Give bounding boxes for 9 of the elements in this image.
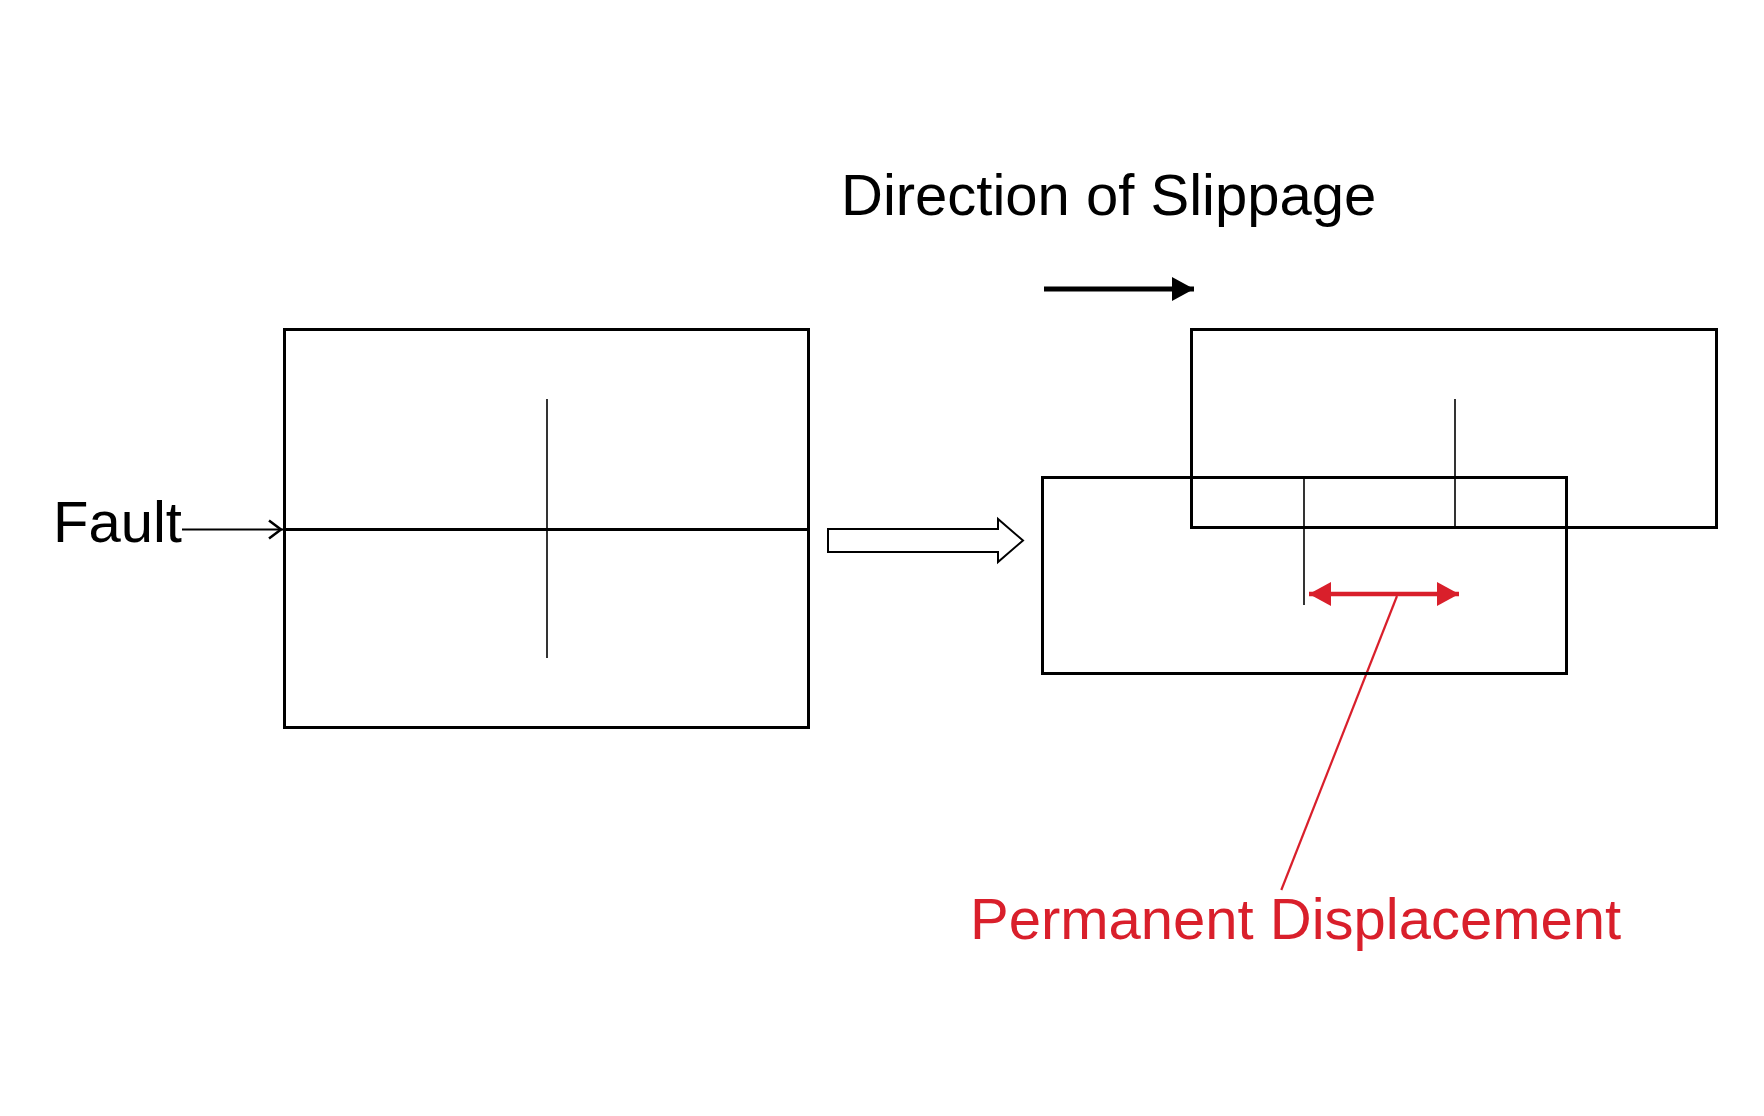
fault-label: Fault xyxy=(53,493,182,551)
ground-block xyxy=(1041,476,1568,675)
transition-arrow xyxy=(827,516,1025,565)
ground-block xyxy=(283,328,810,729)
ground-block xyxy=(1190,328,1718,529)
leader-line xyxy=(1280,595,1399,891)
leader-arrow xyxy=(182,519,283,540)
displacement-arrow xyxy=(1309,582,1459,606)
fault-line xyxy=(283,528,810,531)
